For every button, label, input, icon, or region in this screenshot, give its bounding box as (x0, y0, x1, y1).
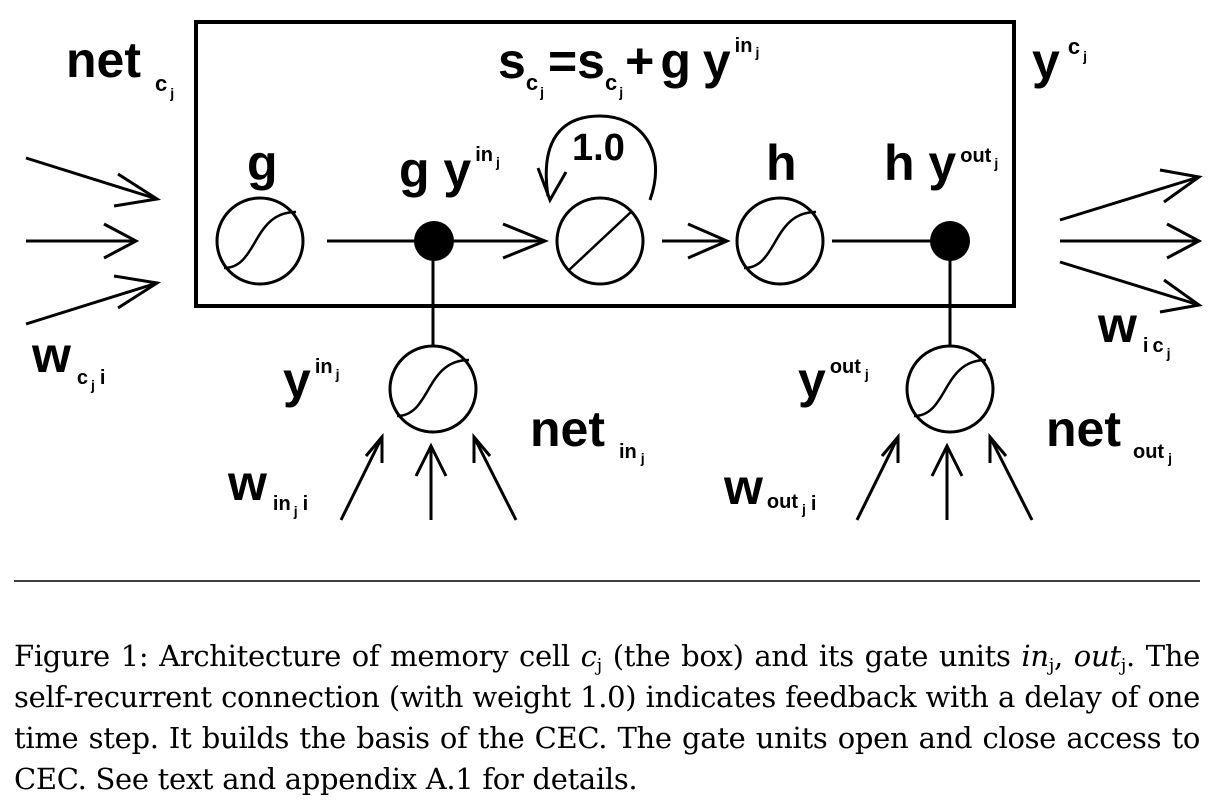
self-recurrent-arrowhead (536, 167, 568, 204)
g-sigmoid-icon (215, 196, 305, 286)
memory-cell-box (194, 20, 1016, 308)
h-sigmoid-icon (735, 196, 825, 286)
input-gate-sigmoid-icon (388, 344, 478, 434)
input-multiplication-node (414, 221, 454, 261)
output-multiplication-node (930, 221, 970, 261)
figure-caption: Figure 1: Architecture of memory cell cj… (14, 639, 1200, 796)
h-label: h (766, 135, 797, 191)
output-gate-incoming-arrows (855, 432, 1034, 521)
cec-linear-icon (555, 196, 645, 286)
input-gate-incoming-arrows (339, 432, 518, 521)
output-gate-sigmoid-icon (905, 344, 995, 434)
cec-to-h-arrowhead (687, 222, 731, 260)
cell-input-arrows (25, 156, 162, 326)
g-label: g (247, 135, 278, 191)
weight-label: 1.0 (572, 127, 625, 169)
input-gate-to-cec-arrowhead (502, 222, 549, 260)
cell-output-arrows (1059, 168, 1203, 314)
caption-c: c (580, 639, 597, 673)
self-recurrent-loop (544, 114, 657, 201)
